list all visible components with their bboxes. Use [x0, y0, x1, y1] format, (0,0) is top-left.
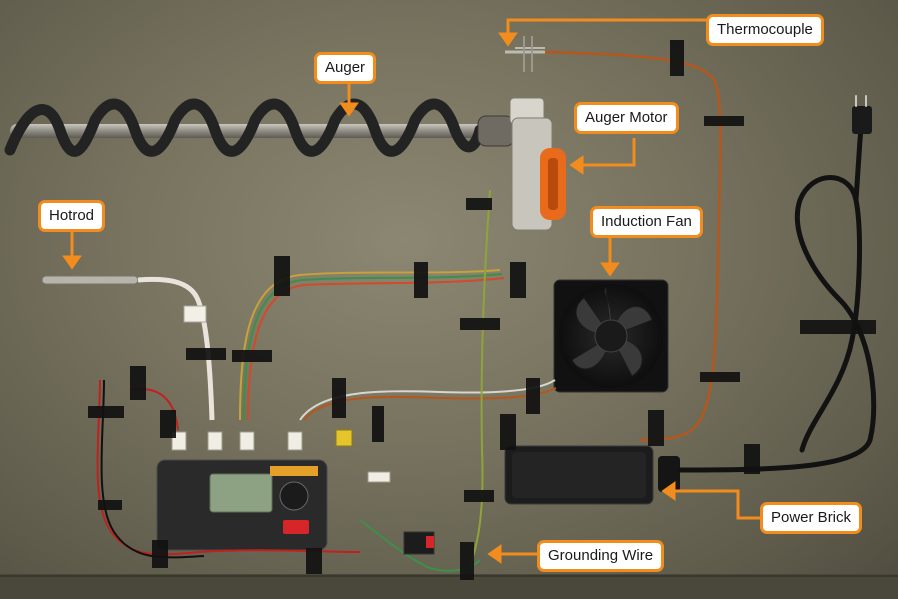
controller	[156, 459, 328, 551]
tape-strips	[88, 40, 876, 580]
connectors	[171, 429, 435, 555]
power-brick	[504, 445, 680, 505]
hotrod-label: Hotrod	[38, 200, 106, 232]
auger-motor-label: Auger Motor	[574, 102, 679, 134]
power-cord	[677, 95, 877, 473]
thermocouple-label: Thermocouple	[706, 14, 824, 46]
auger-label: Auger	[314, 52, 377, 84]
induction-fan-label: Induction Fan	[590, 206, 703, 238]
grounding-wire-label: Grounding Wire	[537, 540, 665, 572]
induction-fan	[553, 279, 669, 393]
auger	[4, 98, 515, 157]
hotrod	[41, 275, 215, 421]
auger-motor	[509, 97, 566, 231]
bottom-rail	[0, 574, 898, 599]
callout-arrows	[62, 18, 764, 564]
power-brick-label: Power Brick	[760, 502, 863, 534]
